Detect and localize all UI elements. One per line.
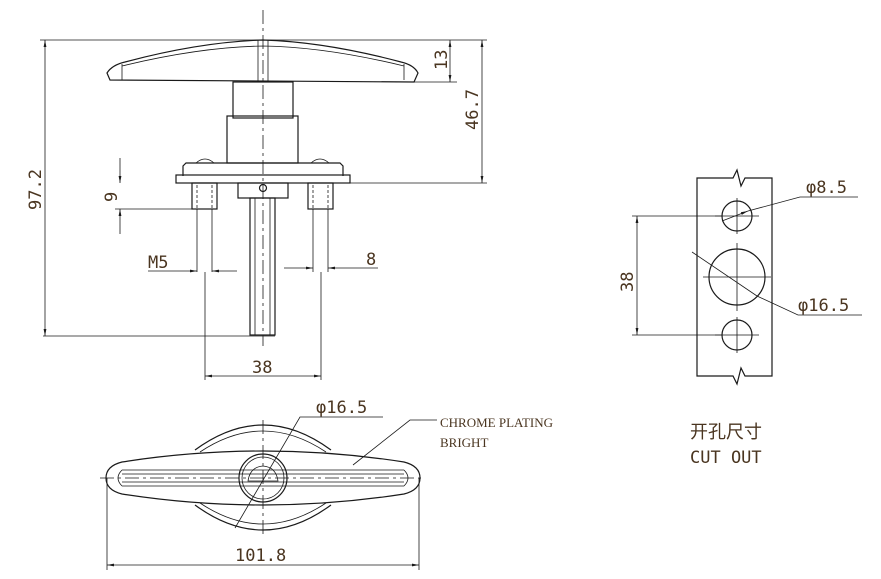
dim-overall-width: 101.8 bbox=[235, 546, 286, 566]
dim-stud-spacing: 38 bbox=[252, 358, 272, 378]
cutout-title-cn: 开孔尺寸 bbox=[690, 422, 762, 443]
dim-stud-offset: 8 bbox=[366, 250, 376, 270]
lock-cylinder bbox=[238, 453, 288, 503]
dim-cylinder-diameter: φ16.5 bbox=[316, 398, 367, 418]
left-stud-nut bbox=[191, 182, 218, 210]
dim-stud-length: 9 bbox=[102, 192, 122, 202]
front-view: 13 46.7 97.2 9 M5 8 38 bbox=[26, 10, 487, 380]
dim-large-hole: φ16.5 bbox=[798, 296, 849, 316]
cutout-view: 38 φ8.5 φ16.5 开孔尺寸 CUT OUT bbox=[618, 168, 862, 468]
dim-upper-height: 46.7 bbox=[463, 89, 483, 130]
dim-thread: M5 bbox=[148, 253, 168, 273]
top-view: φ16.5 CHROME PLATING BRIGHT 101.8 bbox=[100, 398, 553, 570]
cutout-title-en: CUT OUT bbox=[690, 448, 762, 468]
dim-hole-spacing: 38 bbox=[618, 272, 638, 292]
note-line2: BRIGHT bbox=[440, 435, 488, 450]
dim-handle-height: 13 bbox=[432, 50, 452, 70]
dim-small-hole: φ8.5 bbox=[806, 178, 847, 198]
panel-section bbox=[696, 168, 773, 386]
note-line1: CHROME PLATING bbox=[440, 415, 553, 430]
neck bbox=[232, 81, 294, 119]
escutcheon-outline bbox=[194, 424, 332, 531]
collar bbox=[226, 115, 299, 164]
right-stud-nut bbox=[307, 182, 334, 210]
square-shaft bbox=[249, 197, 276, 336]
dim-total-height: 97.2 bbox=[26, 169, 46, 210]
